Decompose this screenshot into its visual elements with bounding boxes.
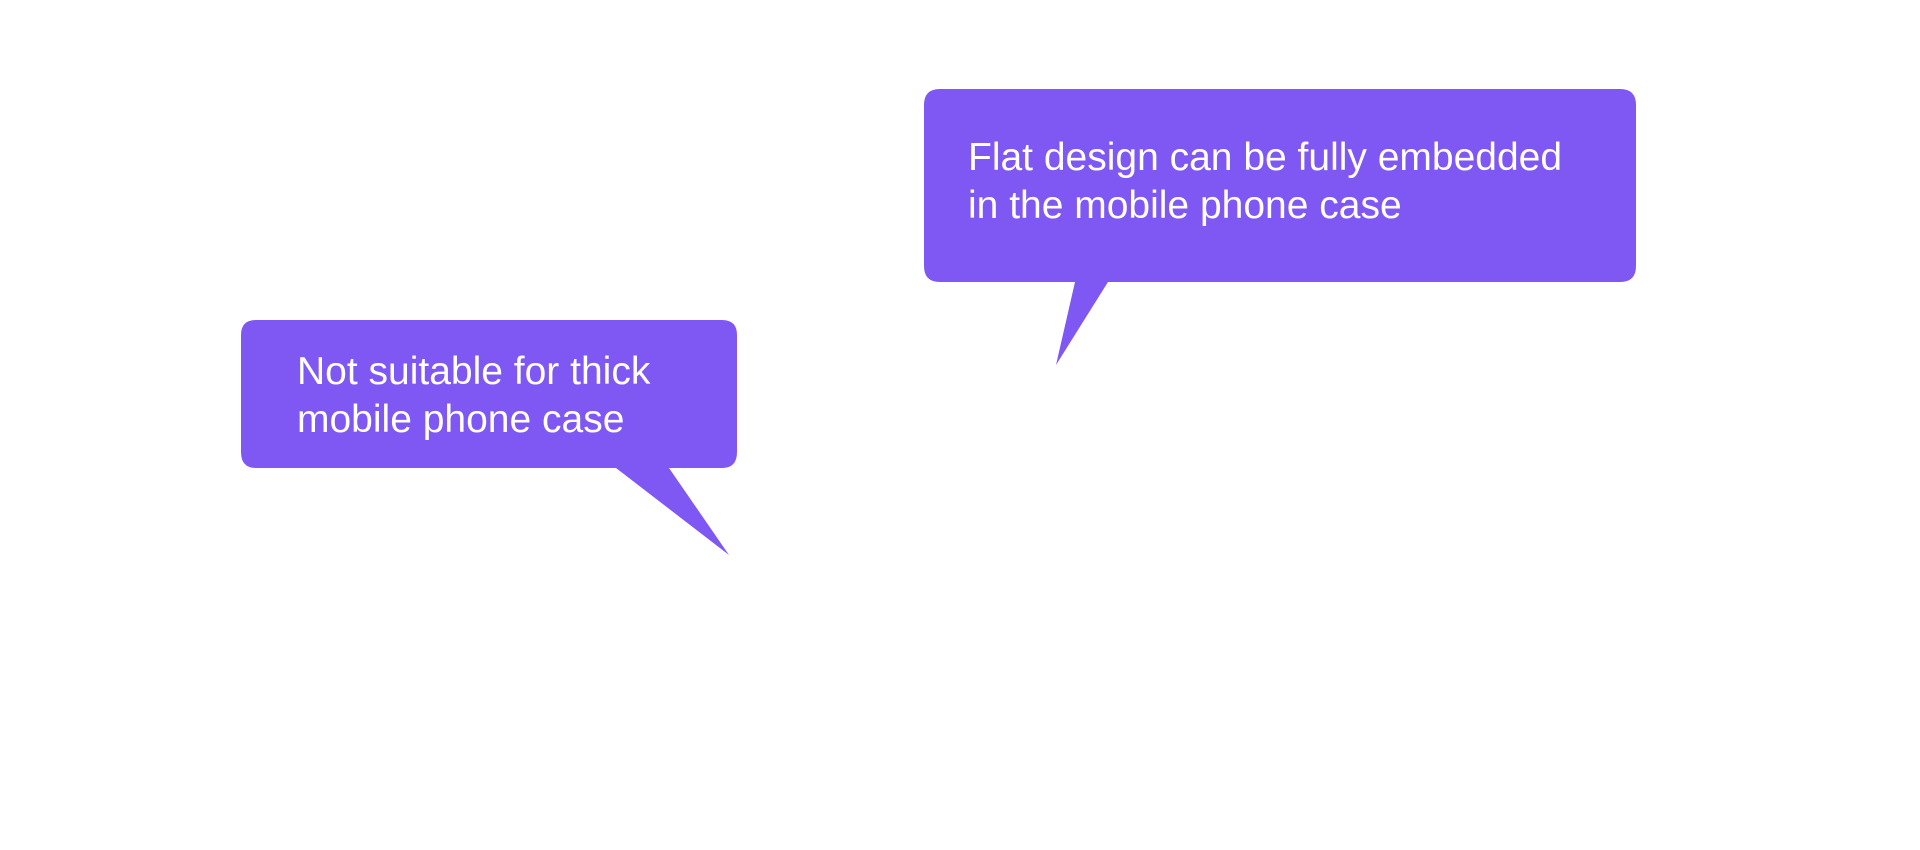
callout-right-text: Flat design can be fully embedded in the… (968, 134, 1562, 230)
callout-left-line-2: mobile phone case (297, 398, 625, 441)
callout-right-line-2: in the mobile phone case (968, 184, 1402, 227)
callout-left-line-1: Not suitable for thick (297, 350, 651, 393)
callout-left-text: Not suitable for thick mobile phone case (297, 348, 650, 444)
callout-bubble-right-shape (924, 89, 1636, 365)
callout-right-line-1: Flat design can be fully embedded (968, 136, 1563, 179)
callout-bubble-left-shape (241, 320, 737, 555)
